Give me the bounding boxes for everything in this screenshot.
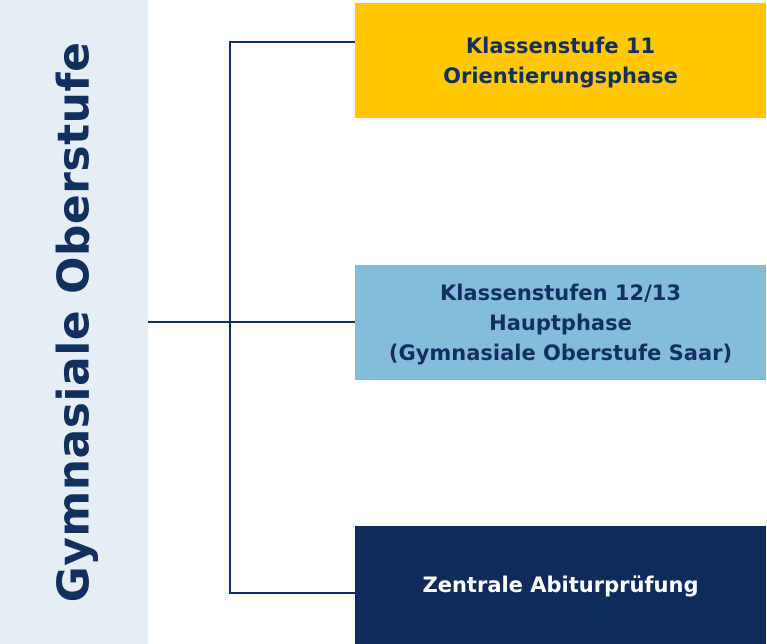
stage-1-line-2: Orientierungsphase — [443, 63, 678, 88]
connector-trunk — [229, 41, 231, 594]
stage-3-line-1: Zentrale Abiturprüfung — [422, 573, 699, 597]
stage-orientierungsphase: Klassenstufe 11 Orientierungsphase — [355, 3, 766, 118]
stage-abiturpruefung: Zentrale Abiturprüfung — [355, 526, 766, 644]
stage-2-line-1: Klassenstufen 12/13 — [439, 280, 682, 305]
connector-stem — [148, 321, 230, 323]
stage-1-line-1: Klassenstufe 11 — [465, 33, 656, 58]
connector-branch-stage-1 — [229, 41, 355, 43]
sidebar-panel: Gymnasiale Oberstufe — [0, 0, 148, 644]
sidebar-title: Gymnasiale Oberstufe — [48, 41, 100, 603]
stage-2-line-2: Hauptphase — [489, 310, 632, 335]
connector-branch-stage-2 — [229, 321, 355, 323]
stage-hauptphase: Klassenstufen 12/13 Hauptphase (Gymnasia… — [355, 265, 766, 380]
connector-branch-stage-3 — [229, 592, 355, 594]
stage-2-line-3: (Gymnasiale Oberstufe Saar) — [388, 340, 733, 365]
